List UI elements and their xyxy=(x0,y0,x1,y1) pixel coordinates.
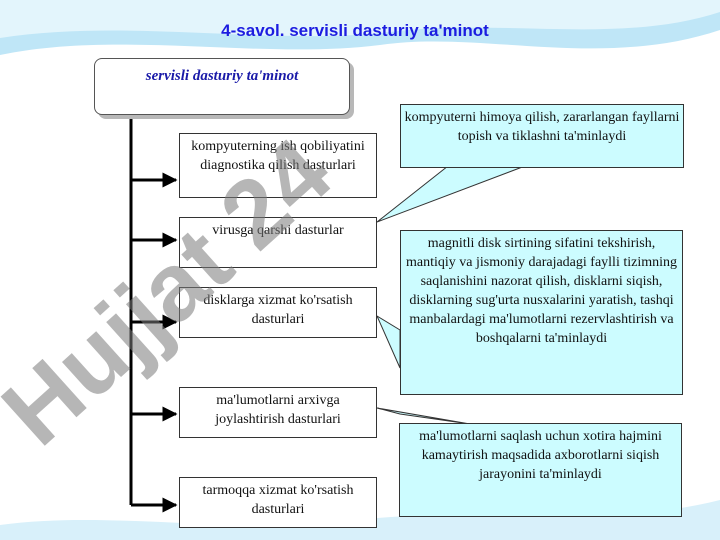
callout-disk-service: magnitli disk sirtining sifatini tekshir… xyxy=(400,230,683,395)
item-diagnostika: kompyuterning ish qobiliyatini diagnosti… xyxy=(179,133,377,198)
callout-tail-2 xyxy=(375,314,401,369)
callout-tail-3 xyxy=(376,407,471,425)
item-arxivga-joylashtirish: ma'lumotlarni arxivga joylashtirish dast… xyxy=(179,387,377,438)
root-box: servisli dasturiy ta'minot xyxy=(94,58,350,115)
callout-tail-1 xyxy=(376,165,526,223)
callout-archiving: ma'lumotlarni saqlash uchun xotira hajmi… xyxy=(399,423,682,517)
callout-antivirus: kompyuterni himoya qilish, zararlangan f… xyxy=(400,104,684,168)
top-wave-light xyxy=(0,0,720,38)
root-label: servisli dasturiy ta'minot xyxy=(145,68,299,84)
page-title: 4-savol. servisli dasturiy ta'minot xyxy=(221,21,489,40)
item-virusga-qarshi: virusga qarshi dasturlar xyxy=(179,217,377,268)
item-tarmoqqa-xizmat: tarmoqqa xizmat ko'rsatish dasturlari xyxy=(179,477,377,528)
item-disklarga-xizmat: disklarga xizmat ko'rsatish dasturlari xyxy=(179,287,377,338)
